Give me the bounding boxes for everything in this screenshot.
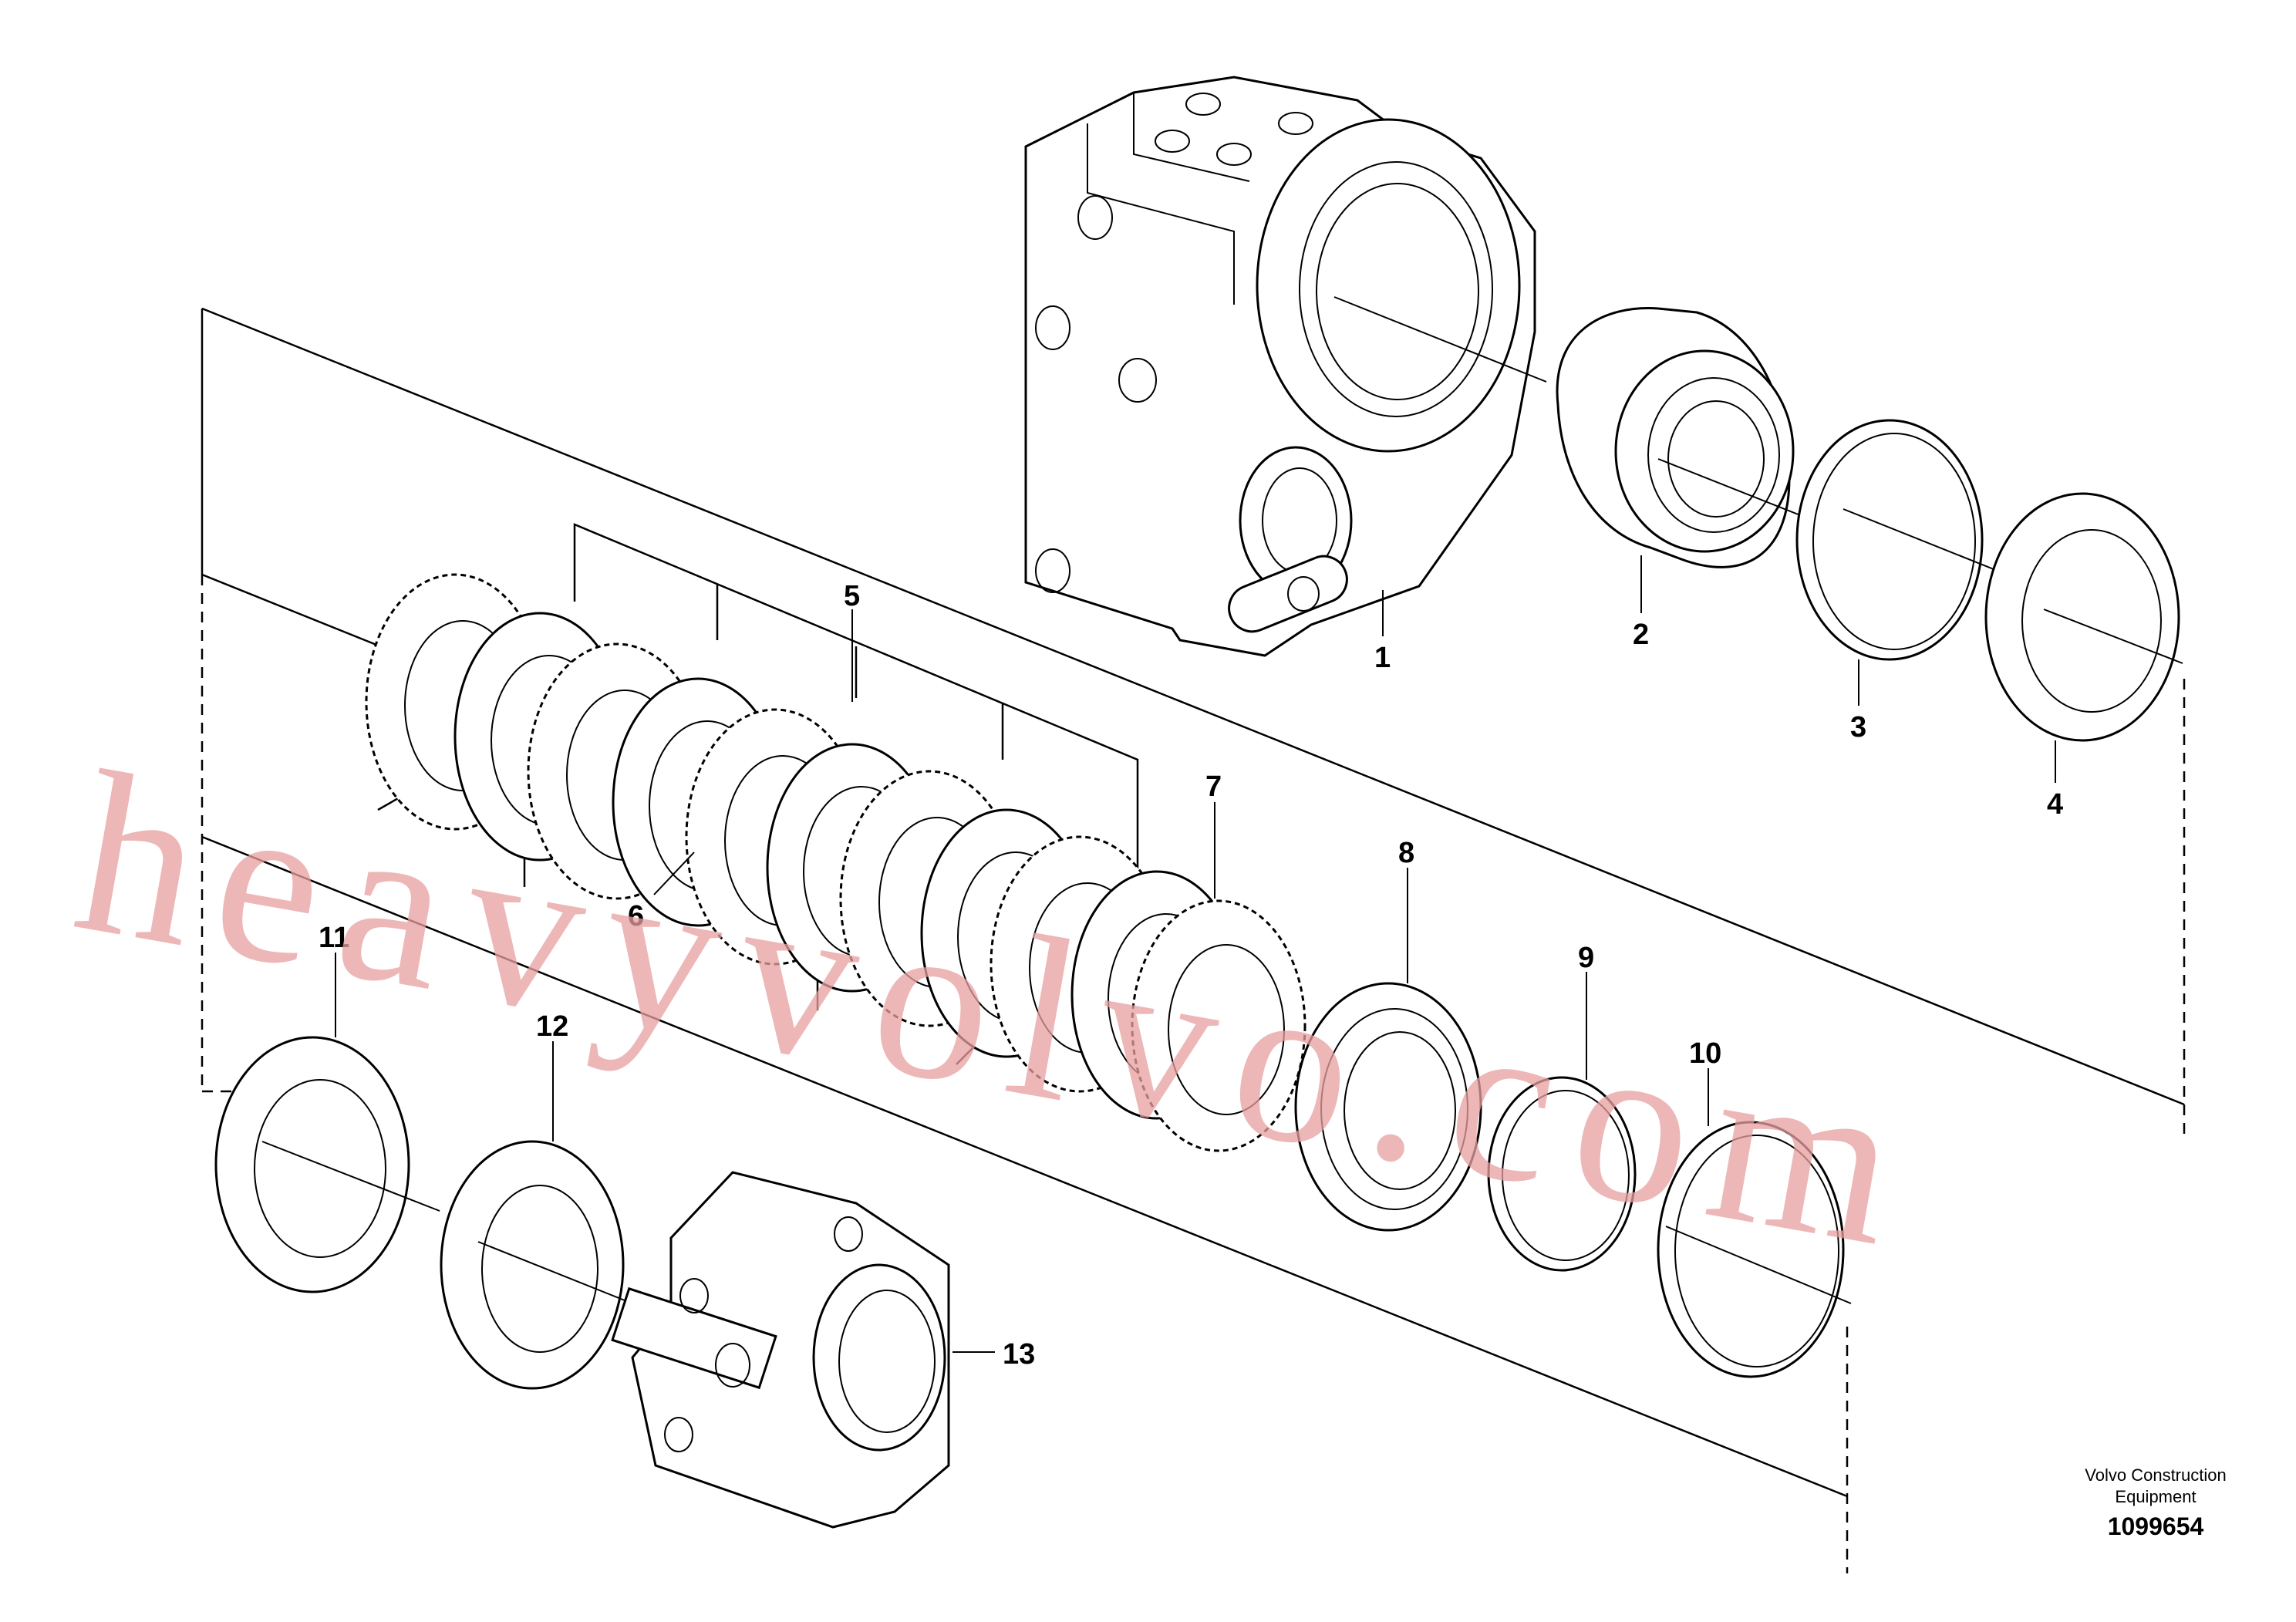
label-9: 9 [1578,942,1594,974]
label-11: 11 [319,922,349,954]
label-3: 3 [1850,711,1866,744]
label-2: 2 [1633,619,1649,651]
label-6: 6 [628,900,644,932]
clutch-plates [365,573,1306,1152]
credit-block: Volvo Construction Equipment 1099654 [2085,1465,2226,1540]
credit-line-2: Equipment [2115,1487,2196,1506]
label-4: 4 [2047,788,2063,821]
label-8: 8 [1398,837,1414,869]
part-13-cover-housing [611,1171,950,1529]
label-5: 5 [844,580,860,612]
part-8-piston [1294,982,1482,1232]
frame-lines [201,307,2186,1573]
part-10-snap-ring [1657,1121,1852,1378]
label-10: 10 [1689,1037,1721,1070]
part-labels: 1 2 3 4 5 6 7 8 9 10 11 12 13 [319,580,2063,1371]
label-12: 12 [536,1010,568,1043]
part-3-circlip [1795,419,1998,661]
credit-line-1: Volvo Construction [2085,1465,2226,1485]
label-1: 1 [1374,642,1391,674]
part-11-washer [214,1036,440,1293]
label-13: 13 [1003,1338,1035,1371]
drawing-id: 1099654 [2108,1512,2204,1540]
part-12-thrust-bearing [440,1140,672,1390]
plate-7 [1131,899,1306,1152]
part-2-hub [1556,307,1883,568]
part-9-seal-ring [1487,1076,1637,1272]
part-1-housing [1024,76,1547,657]
label-7: 7 [1205,771,1222,803]
part-4-washer [1984,492,2183,742]
leader-lines [335,555,2056,1353]
